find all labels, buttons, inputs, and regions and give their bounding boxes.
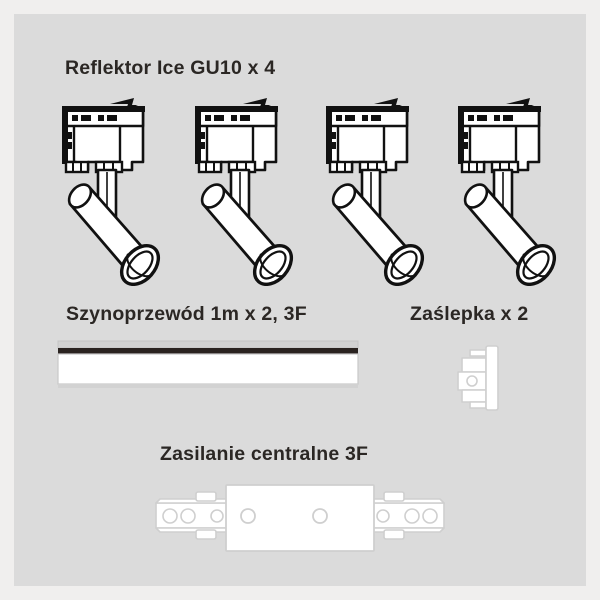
feed-heading: Zasilanie centralne 3F [160,443,369,465]
track-spotlight-icon [458,98,557,287]
track-rail-icon [57,340,359,388]
endcap-heading: Zaślepka x 2 [410,303,529,325]
track-spotlight-icon [62,98,161,287]
spotlights-heading: Reflektor Ice GU10 x 4 [65,57,276,79]
spotlight-item-1 [48,96,168,291]
central-power-feed-icon [155,484,445,552]
track-heading: Szynoprzewód 1m x 2, 3F [66,303,307,325]
spotlight-item-3 [312,96,432,291]
spotlight-item-2 [181,96,301,291]
track-end-cap-icon [457,345,499,411]
spotlight-item-4 [444,96,564,291]
track-spotlight-icon [326,98,425,287]
track-spotlight-icon [195,98,294,287]
